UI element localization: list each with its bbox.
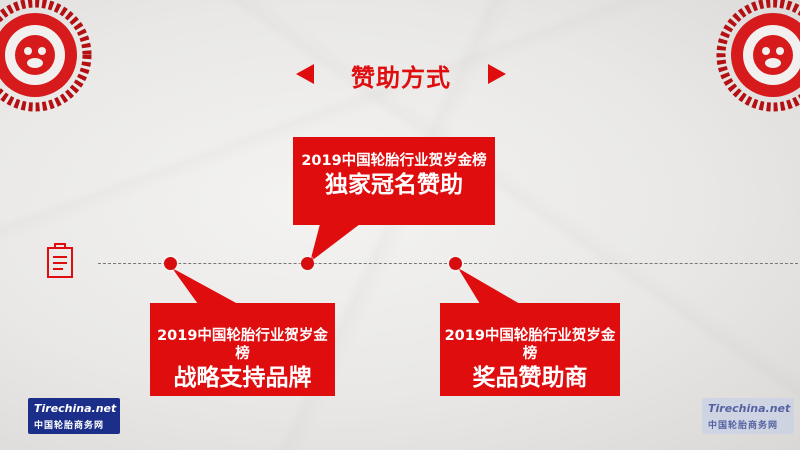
tirechina-logo: Tirechina.net 中国轮胎商务网 [28, 398, 120, 434]
tirechina-logo: Tirechina.net 中国轮胎商务网 [702, 398, 794, 434]
page-title: 赞助方式 [351, 64, 451, 92]
card-main-text: 战略支持品牌 [173, 365, 312, 391]
clipboard-icon [47, 243, 73, 278]
paper-cut-pig-icon [716, 0, 800, 112]
card-exclusive-title: 2019中国轮胎行业贺岁金榜 独家冠名赞助 [293, 152, 495, 200]
callout-box-2 [150, 303, 335, 396]
timeline-line [98, 263, 798, 264]
card-subtitle: 2019中国轮胎行业贺岁金榜 [301, 153, 487, 169]
card-subtitle: 2019中国轮胎行业贺岁金榜 [444, 328, 616, 362]
card-main-text: 奖品赞助商 [472, 365, 588, 391]
timeline-dot-3 [449, 257, 462, 270]
arrow-right-icon [488, 64, 506, 84]
card-strategic-brand: 2019中国轮胎行业贺岁金榜 战略支持品牌 [150, 327, 335, 393]
logo-cn: 中国轮胎商务网 [34, 421, 105, 431]
logo-brand: Tirechina.net [34, 402, 117, 415]
card-prize-sponsor: 2019中国轮胎行业贺岁金榜 奖品赞助商 [440, 327, 620, 393]
timeline-dot-1 [164, 257, 177, 270]
callout-box-3 [440, 303, 620, 396]
timeline-dot-2 [301, 257, 314, 270]
callout-pointer-2 [172, 268, 238, 304]
callout-box-1 [293, 137, 495, 225]
card-subtitle: 2019中国轮胎行业贺岁金榜 [157, 328, 328, 362]
card-main-text: 独家冠名赞助 [325, 172, 463, 198]
callout-pointer-1 [310, 224, 360, 262]
arrow-left-icon [296, 64, 314, 84]
logo-cn: 中国轮胎商务网 [708, 421, 779, 431]
logo-brand: Tirechina.net [708, 402, 791, 415]
title-group: 赞助方式 [296, 56, 506, 92]
paper-cut-pig-icon [0, 0, 92, 112]
callout-pointer-3 [458, 268, 520, 304]
